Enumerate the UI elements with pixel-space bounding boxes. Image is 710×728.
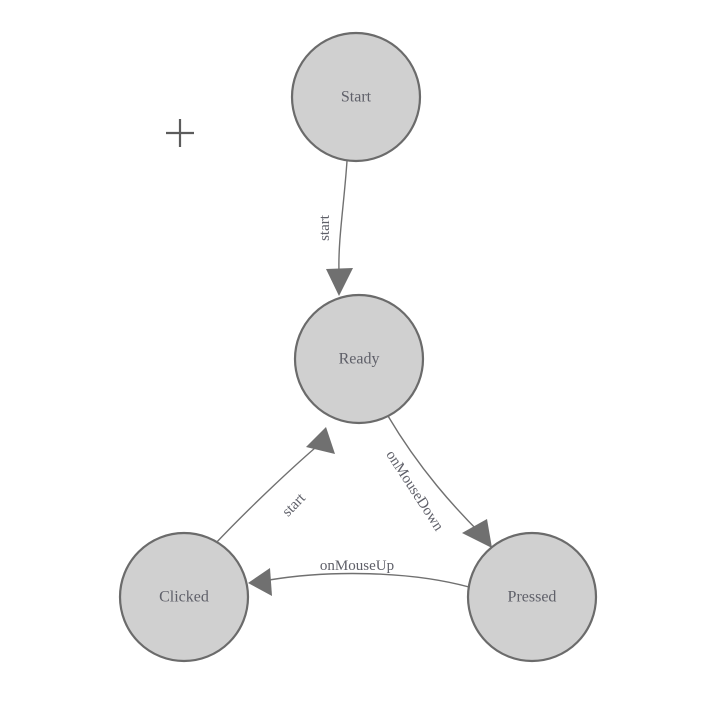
node-ready-circle[interactable] — [293, 293, 425, 425]
edge-path-clicked-to-ready — [213, 441, 323, 546]
edge-path-ready-to-pressed — [387, 415, 482, 535]
node-start[interactable]: Start — [290, 31, 422, 163]
node-pressed[interactable]: Pressed — [466, 531, 598, 663]
edge-path-pressed-to-clicked — [268, 572, 470, 588]
arrowhead-into-ready-top — [326, 268, 353, 296]
node-clicked-label: Clicked — [159, 589, 209, 606]
edge-clicked-to-ready[interactable]: start — [213, 427, 335, 546]
node-clicked-circle[interactable] — [118, 531, 250, 663]
node-ready-label: Ready — [339, 351, 380, 368]
arrowhead-into-clicked — [248, 568, 272, 596]
node-start-circle[interactable] — [290, 31, 422, 163]
node-pressed-label: Pressed — [508, 589, 557, 606]
edge-start-to-ready[interactable]: start — [317, 160, 353, 296]
arrowhead-into-ready-bottom — [306, 427, 335, 454]
crosshair-icon[interactable] — [166, 119, 194, 147]
arrowhead-into-pressed — [462, 519, 492, 548]
node-start-label: Start — [341, 89, 372, 106]
edge-pressed-to-clicked[interactable]: onMouseUp — [248, 558, 470, 596]
edge-label-pressed-to-clicked: onMouseUp — [320, 558, 394, 574]
node-ready[interactable]: Ready — [293, 293, 425, 425]
node-pressed-circle[interactable] — [466, 531, 598, 663]
edge-label-start-to-ready: start — [317, 214, 333, 241]
edge-label-ready-to-pressed: onMouseDown — [382, 448, 446, 535]
edge-label-clicked-to-ready: start — [279, 490, 309, 520]
edge-path-start-to-ready — [338, 160, 348, 273]
node-clicked[interactable]: Clicked — [118, 531, 250, 663]
edge-ready-to-pressed[interactable]: onMouseDown — [382, 415, 492, 548]
